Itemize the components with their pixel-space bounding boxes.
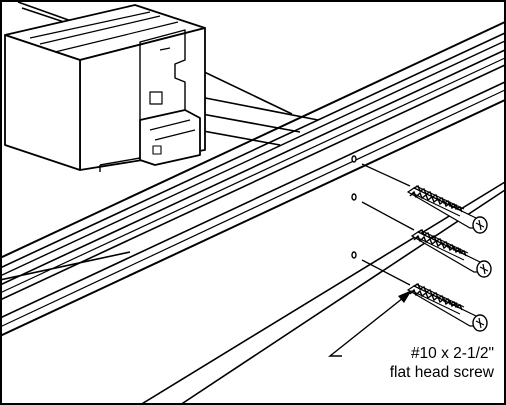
screw-callout: #10 x 2-1/2" flat head screw: [387, 344, 496, 382]
pilot-holes: [351, 155, 357, 259]
screw-icon: [407, 283, 488, 332]
alignment-lines: [361, 163, 415, 286]
post-block: [4, 4, 206, 172]
pilot-hole-icon: [351, 155, 357, 163]
callout-size: #10 x 2-1/2": [410, 345, 494, 362]
lower-board: [139, 181, 506, 405]
callout-type: flat head screw: [389, 364, 494, 381]
pilot-hole-icon: [351, 251, 357, 259]
rail-board: [0, 21, 506, 337]
leader-arrow-icon: [327, 290, 412, 357]
pilot-hole-icon: [351, 193, 357, 201]
screw-icon: [411, 229, 492, 278]
